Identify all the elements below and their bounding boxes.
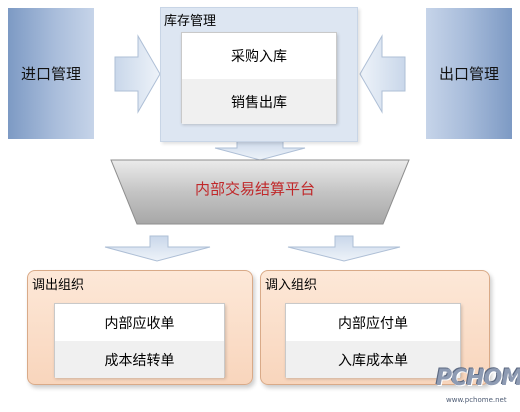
inventory-item-label: 采购入库 xyxy=(231,49,287,65)
transfer-in-item-inbound-cost: 入库成本单 xyxy=(286,341,460,378)
export-management-label: 出口管理 xyxy=(438,65,499,83)
import-management-label: 进口管理 xyxy=(20,65,81,83)
transfer-out-item-label: 内部应收单 xyxy=(104,315,175,332)
inventory-management-title: 库存管理 xyxy=(164,14,217,29)
inventory-item-purchase-in: 采购入库 xyxy=(182,33,336,79)
transfer-in-items-card: 内部应付单 入库成本单 xyxy=(285,303,461,378)
platform-to-transfer-out-arrow xyxy=(104,235,211,262)
transfer-in-title: 调入组织 xyxy=(265,278,318,293)
inventory-item-sales-out: 销售出库 xyxy=(182,79,336,124)
watermark-url: www.pchome.net xyxy=(446,396,507,404)
transfer-out-item-cost-carryover: 成本结转单 xyxy=(55,341,224,378)
transfer-out-group: 调出组织 内部应收单 成本结转单 xyxy=(27,270,253,385)
platform-trapezoid xyxy=(110,159,410,225)
import-to-inventory-arrow xyxy=(114,34,161,114)
transfer-in-item-payable: 内部应付单 xyxy=(286,304,460,341)
export-to-inventory-arrow xyxy=(359,34,406,114)
transfer-out-items-card: 内部应收单 成本结转单 xyxy=(54,303,225,378)
inventory-item-label: 销售出库 xyxy=(231,94,287,111)
platform-to-transfer-in-arrow xyxy=(287,235,401,262)
transfer-in-item-label: 入库成本单 xyxy=(338,352,408,369)
import-management-box: 进口管理 xyxy=(8,8,94,139)
transfer-out-title: 调出组织 xyxy=(32,278,85,293)
transfer-out-item-label: 成本结转单 xyxy=(104,352,175,369)
inventory-management-group: 库存管理 采购入库 销售出库 xyxy=(160,7,358,142)
platform-label: 内部交易结算平台 xyxy=(194,180,315,198)
transfer-in-item-label: 内部应付单 xyxy=(338,315,408,332)
watermark-logo: PCHOME xyxy=(436,366,520,391)
export-management-box: 出口管理 xyxy=(426,8,512,139)
transfer-in-group: 调入组织 内部应付单 入库成本单 xyxy=(260,270,490,385)
transfer-out-item-receivable: 内部应收单 xyxy=(55,304,224,341)
inventory-items-card: 采购入库 销售出库 xyxy=(181,32,337,124)
